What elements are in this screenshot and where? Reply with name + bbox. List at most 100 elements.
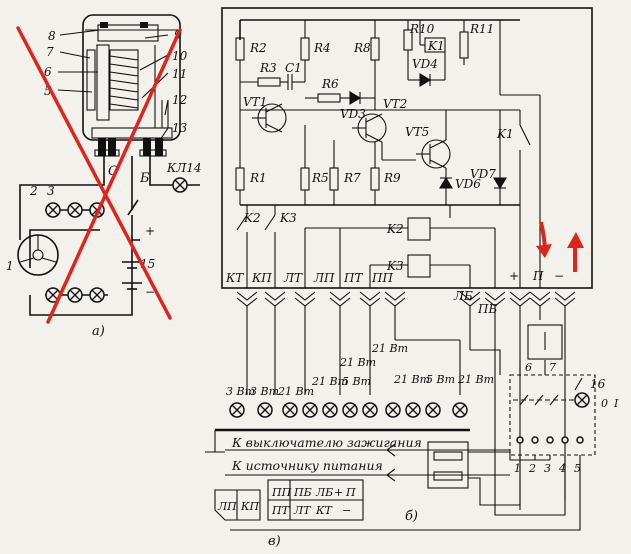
lamp-number-2: 2	[29, 184, 38, 198]
label-r2: R2	[249, 41, 267, 55]
switch-lamp-icon	[574, 392, 590, 408]
label-k2-coil: K2	[386, 222, 404, 236]
terminal-minus: −	[554, 269, 564, 283]
relay-lamp-label: КЛ14	[166, 161, 202, 175]
conn-pt: ПТ	[271, 504, 291, 517]
switch-term-4: 4	[558, 462, 566, 475]
label-k2-contact: K2	[243, 211, 261, 225]
conn-lb: ЛБ	[315, 486, 333, 499]
callout-6: 6	[44, 65, 52, 79]
transistor-vt5-icon	[416, 139, 451, 169]
terminal-b: Б	[139, 171, 150, 186]
label-k3-contact: K3	[279, 211, 297, 225]
lamp-rating-3: 21 Вт	[277, 385, 314, 398]
switch-term-6: 6	[525, 361, 532, 374]
callout-11: 11	[172, 67, 187, 81]
panel-b-lamps	[229, 402, 468, 418]
conn-plus: +	[334, 486, 343, 499]
callout-12: 12	[172, 93, 187, 107]
conn-pp: ПП	[271, 486, 292, 499]
lamp-rating-5: 5 Вт	[342, 375, 371, 388]
label-r3: R3	[259, 61, 277, 75]
callout-5: 5	[44, 84, 52, 98]
terminal-plus: +	[509, 269, 519, 283]
panel-c-label: в)	[268, 534, 281, 549]
label-r11: R11	[469, 22, 494, 36]
terminal-kt: КТ	[225, 271, 244, 285]
label-r1: R1	[249, 171, 267, 185]
relay-terminal-studs	[94, 138, 167, 157]
label-k1-coil: K1	[427, 39, 445, 53]
switch-term-3: 3	[544, 462, 551, 475]
terminal-lt: ЛТ	[283, 271, 303, 285]
lamp-number-3: 3	[47, 184, 55, 198]
terminal-p: П	[532, 269, 544, 283]
label-r10: R10	[409, 22, 435, 36]
conn-left-lp: ЛП	[217, 500, 237, 513]
label-vd3: VD3	[340, 107, 366, 121]
panel-b: 3 Вт 3 Вт 21 Вт 21 Вт 5 Вт 21 Вт 21 Вт 5…	[205, 306, 619, 531]
transistor-vt1-icon	[252, 103, 287, 133]
label-r6: R6	[321, 77, 339, 91]
label-vd6: VD6	[455, 177, 481, 191]
label-k3-coil: K3	[386, 259, 404, 273]
lamp-group-bottom	[45, 287, 105, 303]
conn-lt: ЛТ	[293, 504, 312, 517]
relay-core-6	[96, 44, 110, 121]
panel-a: 8 7 6 5 9 10 11 12 13 С Б КЛ14	[6, 14, 202, 339]
switch-term-5: 5	[574, 462, 581, 475]
lamp-rating-2: 3 Вт	[250, 385, 279, 398]
lamp-rating-4: 21 Вт	[311, 375, 348, 388]
label-vd7: VD7	[470, 167, 496, 181]
conn-minus: −	[342, 504, 351, 517]
conn-p: П	[345, 486, 356, 499]
bulb-1-icon	[17, 234, 59, 276]
power-label: К источнику питания	[231, 458, 383, 473]
connector-left	[214, 489, 261, 521]
switch-pos-0: 0	[601, 397, 608, 410]
panel-c: ЛП КП ПП ПБ ЛБ + П ПТ ЛТ КТ − в)	[214, 479, 364, 549]
relay-armature	[97, 24, 159, 42]
label-r7: R7	[343, 171, 361, 185]
connector-right	[267, 479, 364, 521]
switch-term-2: 2	[528, 462, 536, 475]
bulb-number: 1	[6, 259, 14, 273]
lamp-rating-9: 21 Вт	[457, 373, 494, 386]
switch-term-7: 7	[549, 361, 556, 374]
transistor-vt2-icon	[352, 113, 387, 143]
label-vt5: VT5	[405, 125, 429, 139]
relay-lamp-icon	[172, 177, 188, 193]
switch-terminals	[516, 436, 584, 444]
switch-pos-1: I	[613, 397, 619, 410]
fuse-block	[427, 441, 469, 489]
minus-sign: −	[145, 285, 155, 299]
relay-resistor-7	[86, 49, 96, 111]
red-arrow-up-icon	[567, 232, 584, 272]
label-r9: R9	[383, 171, 401, 185]
callout-7: 7	[46, 45, 54, 59]
red-arrow-down-icon	[536, 221, 552, 258]
terminal-pp: ПП	[371, 271, 393, 285]
relay-box	[221, 7, 593, 289]
panel-a-label: а)	[92, 324, 105, 339]
label-vt2: VT2	[383, 97, 407, 111]
callout-13: 13	[172, 121, 188, 135]
relay-schematic: R2 R3 R4 R8 R10 R11 R6 R1 R5 R7 R9 C1 VT…	[221, 7, 593, 316]
panel-b-label: б)	[405, 509, 418, 524]
label-vt1: VT1	[243, 95, 267, 109]
lamp-rating-1: 3 Вт	[226, 385, 255, 398]
label-vd4: VD4	[412, 57, 438, 71]
relay-coil-icon	[109, 49, 139, 111]
callout-8: 8	[48, 29, 56, 43]
terminal-kp: КП	[251, 271, 272, 285]
plus-sign: +	[145, 224, 155, 238]
red-cross-icon	[16, 26, 182, 324]
terminal-pt: ПТ	[343, 271, 363, 285]
terminal-s: С	[108, 164, 118, 179]
ignition-label: К выключателю зажигания	[231, 435, 422, 450]
terminal-lb: ЛБ	[453, 289, 473, 303]
conn-pb: ПБ	[293, 486, 312, 499]
label-r4: R4	[313, 41, 331, 55]
